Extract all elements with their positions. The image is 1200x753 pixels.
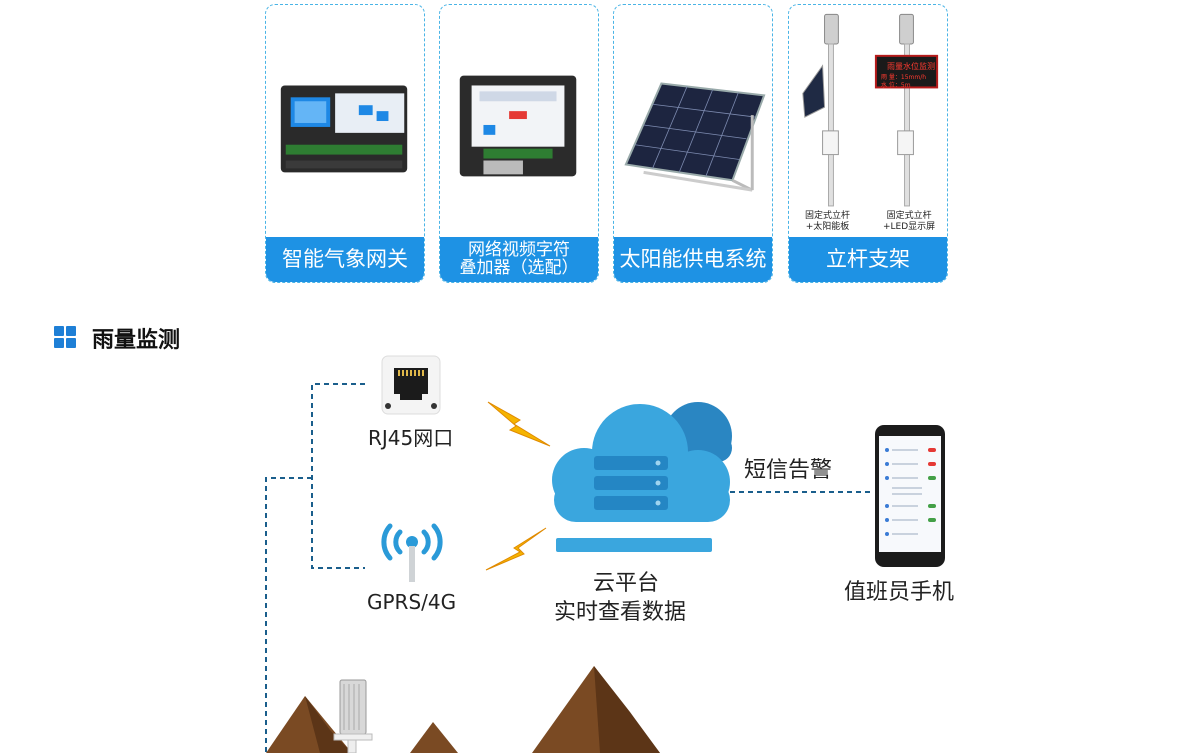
product-card-weather-gateway[interactable]: 智能气象网关	[265, 4, 425, 283]
antenna-signal-icon	[381, 523, 443, 582]
led-screen-title: 雨量水位监测	[887, 62, 935, 71]
cloud-label-2: 实时查看数据	[554, 600, 687, 625]
video-overlay-device-image	[459, 75, 577, 177]
pole-bracket-image	[802, 13, 939, 207]
gprs-label: GPRS/4G	[367, 590, 457, 614]
sms-alert-label: 短信告警	[744, 458, 833, 483]
product-label: 网络视频字符 叠加器（选配）	[440, 237, 598, 282]
grid-squares-icon	[54, 326, 76, 348]
weather-gateway-image	[280, 85, 408, 173]
cloud-label-1: 云平台	[593, 571, 660, 596]
solar-panel-image	[624, 82, 766, 192]
led-screen-row2: 水 位：5m	[881, 82, 911, 89]
ethernet-port-icon	[381, 355, 441, 415]
smartphone-icon	[875, 425, 945, 567]
rj45-label: RJ45网口	[368, 426, 454, 450]
product-label: 智能气象网关	[266, 237, 424, 282]
cloud-server-icon	[552, 402, 732, 552]
lightning-bolt-icon	[485, 527, 547, 571]
section-title: 雨量监测	[92, 328, 181, 353]
product-label: 立杆支架	[789, 237, 947, 282]
led-screen-row1: 雨 量：15mm/h	[881, 74, 927, 81]
pole-caption-right: 固定式立杆 +LED显示屏	[883, 211, 936, 232]
pole-caption-left: 固定式立杆 +太阳能板	[805, 211, 851, 232]
duty-phone-label: 值班员手机	[844, 580, 955, 605]
product-label: 太阳能供电系统	[614, 237, 772, 282]
product-card-pole[interactable]: 雨量水位监测 雨 量：15mm/h 水 位：5m 固定式立杆 +太阳能板 固定式…	[788, 4, 948, 283]
product-card-video-overlay[interactable]: 网络视频字符 叠加器（选配）	[439, 4, 599, 283]
product-card-solar[interactable]: 太阳能供电系统	[613, 4, 773, 283]
mountain-scene-image	[266, 666, 660, 753]
lightning-bolt-icon	[487, 401, 551, 447]
